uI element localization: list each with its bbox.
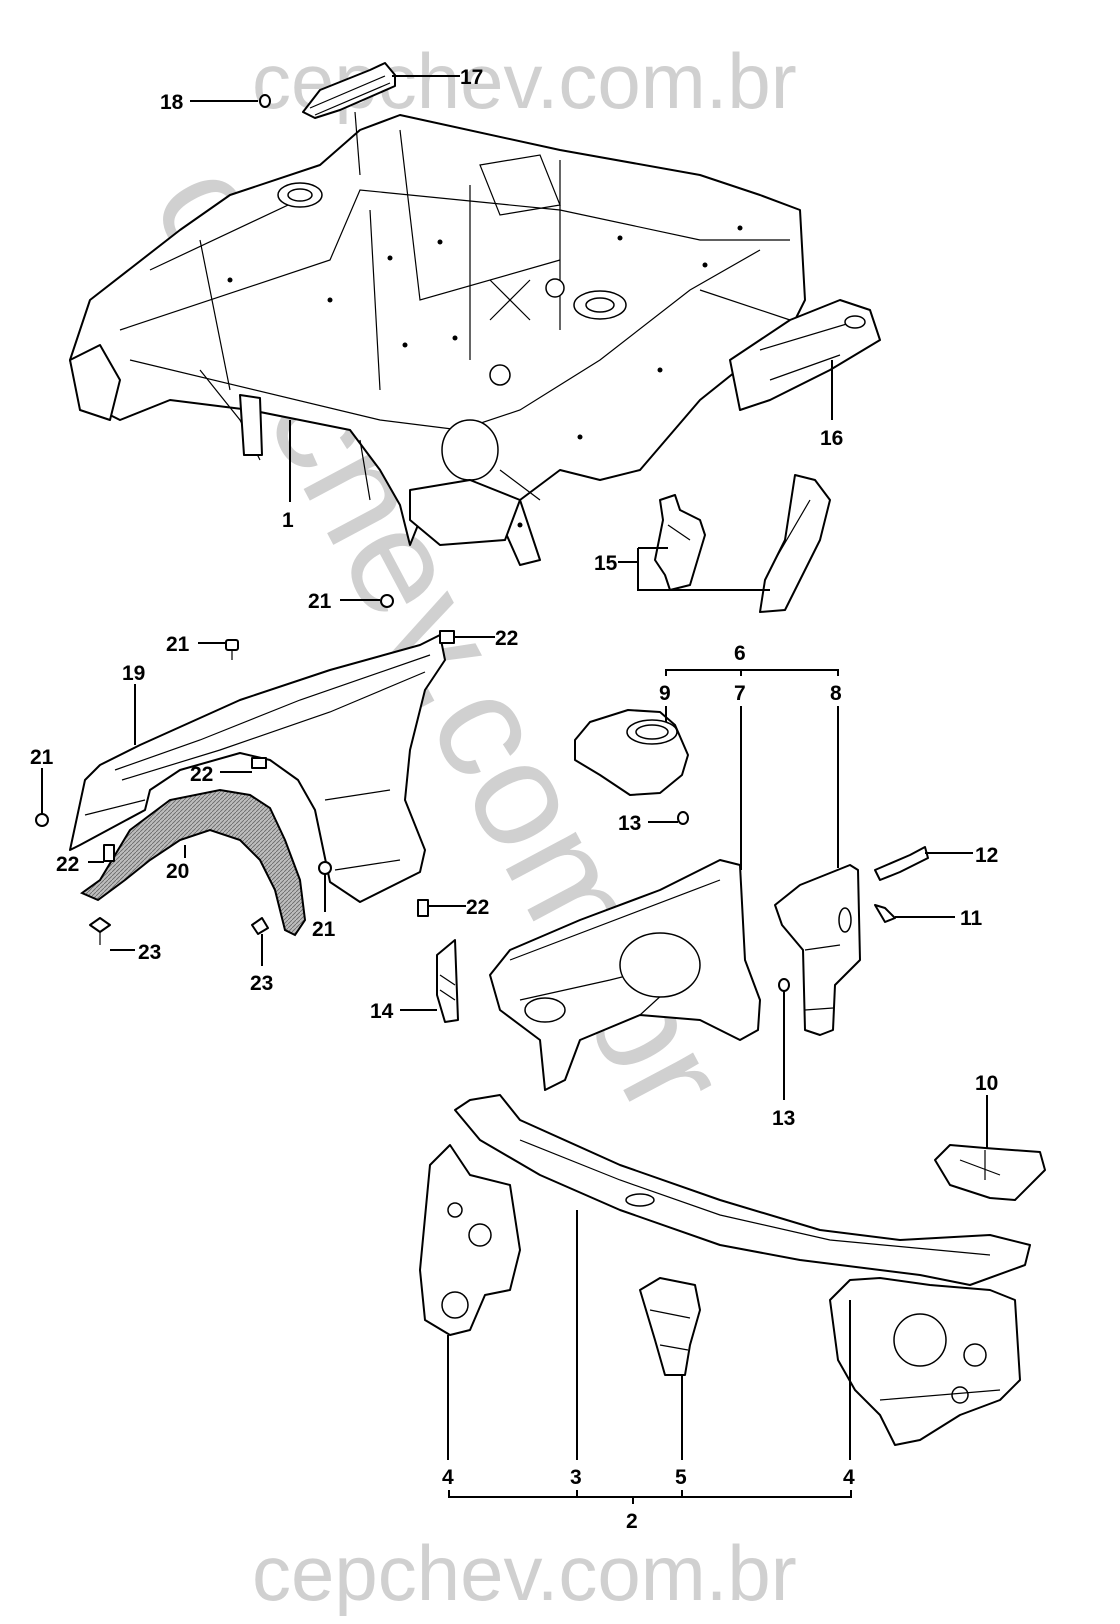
callout-3: 3 (570, 1466, 582, 1489)
callout-19: 19 (122, 662, 145, 685)
callout-11: 11 (960, 907, 983, 930)
callout-8: 8 (830, 682, 842, 705)
callout-17: 17 (460, 66, 483, 89)
part-4-side-panel-left (419, 1144, 521, 1336)
callout-21c: 21 (30, 746, 54, 769)
callout-18: 18 (160, 91, 184, 114)
part-18-plug (259, 94, 271, 108)
callout-20: 20 (166, 860, 189, 883)
callout-12: 12 (975, 844, 998, 867)
nut-clip-22-c (103, 844, 115, 862)
leader-15 (618, 547, 770, 591)
part-20-fender-liner (79, 788, 307, 937)
callout-14: 14 (370, 1000, 394, 1023)
fastener-13-b (778, 978, 790, 992)
nut-clip-22-a (439, 630, 455, 644)
callout-22b: 22 (190, 763, 213, 786)
callout-23b: 23 (250, 972, 273, 995)
leader-2-bracket (448, 1490, 852, 1504)
callout-16: 16 (820, 427, 843, 450)
callout-10: 10 (975, 1072, 998, 1095)
watermark-bottom: cepchev.com.br (252, 1529, 797, 1617)
callout-15: 15 (594, 552, 618, 575)
bolt-21-a (380, 594, 394, 608)
push-pin-23-b (251, 917, 269, 935)
part-14-small-bracket (436, 939, 459, 1023)
callout-4b: 4 (843, 1466, 855, 1489)
leader-6-bracket (665, 669, 839, 676)
nut-clip-22-b (251, 757, 267, 769)
part-7-wheelhouse-panel (489, 859, 761, 1091)
callout-22a: 22 (495, 627, 518, 650)
fastener-13-a (677, 811, 689, 825)
part-11-clip (874, 904, 896, 923)
part-9-strut-tower (574, 709, 689, 796)
part-1-front-end-assembly (69, 114, 881, 566)
bolt-21-c (35, 813, 49, 827)
callout-21d: 21 (312, 918, 336, 941)
callout-1: 1 (282, 509, 294, 532)
callout-21a: 21 (308, 590, 332, 613)
part-10-bracket-right (934, 1144, 1046, 1201)
callout-22c: 22 (56, 853, 79, 876)
callout-6: 6 (734, 642, 746, 665)
part-3-upper-tie-bar (454, 1094, 1031, 1286)
callout-23a: 23 (138, 941, 161, 964)
part-15-reinforcement-pair (654, 474, 831, 613)
push-pin-23-a (89, 917, 111, 945)
callout-4a: 4 (442, 1466, 454, 1489)
callout-7: 7 (734, 682, 746, 705)
part-8-hinge-pillar (774, 864, 861, 1036)
part-19-fender (69, 634, 446, 903)
nut-clip-22-d (417, 899, 429, 917)
bolt-21-b (225, 639, 239, 660)
bolt-21-d (318, 861, 332, 875)
hole-dots (227, 225, 743, 528)
callout-9: 9 (659, 682, 671, 705)
callout-5: 5 (675, 1466, 687, 1489)
callout-22d: 22 (466, 896, 489, 919)
callout-13a: 13 (618, 812, 641, 835)
callout-2: 2 (626, 1510, 638, 1533)
part-12-hinge-bracket (874, 846, 929, 881)
part-5-center-brace (639, 1277, 701, 1376)
callout-13b: 13 (772, 1107, 795, 1130)
callout-21b: 21 (166, 633, 190, 656)
part-4-side-panel-right (829, 1277, 1021, 1446)
